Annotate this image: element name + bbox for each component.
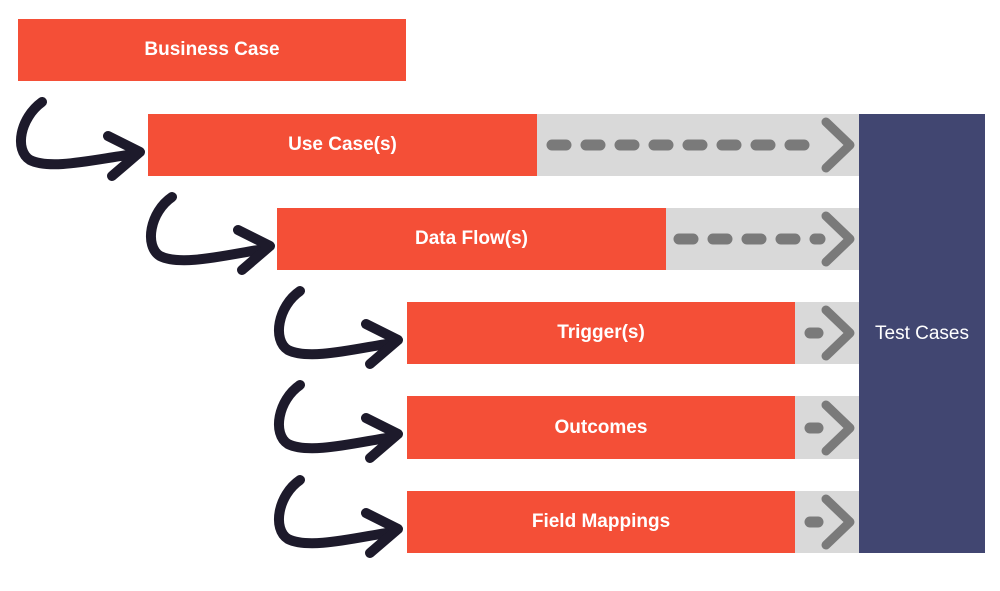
step-business-case: Business Case (18, 19, 406, 81)
step-triggers: Trigger(s) (407, 302, 795, 364)
chevron-right-icon (821, 211, 855, 267)
chevron-right-icon (821, 400, 855, 456)
chevron-right-icon (821, 305, 855, 361)
step-label: Business Case (144, 39, 280, 60)
step-label: Trigger(s) (557, 322, 645, 343)
step-label: Field Mappings (531, 511, 671, 532)
step-use-cases: Use Case(s) (148, 114, 537, 176)
step-data-flows: Data Flow(s) (277, 208, 666, 270)
hook-arrow-icon (146, 192, 275, 275)
step-label: Outcomes (554, 416, 648, 438)
hook-arrow-icon (274, 286, 403, 369)
step-field-mappings: Field Mappings (407, 491, 795, 553)
hook-arrow-icon (274, 475, 403, 558)
step-outcomes: Outcomes (407, 396, 795, 459)
hook-arrow-icon (16, 97, 145, 181)
chevron-right-icon (821, 494, 855, 550)
chevron-right-icon (821, 117, 855, 173)
test-cases-box: Test Cases (859, 114, 985, 553)
test-cases-label: Test Cases (875, 322, 969, 344)
hook-arrow-icon (274, 380, 403, 463)
step-label: Use Case(s) (288, 134, 397, 155)
step-label: Data Flow(s) (415, 228, 528, 249)
